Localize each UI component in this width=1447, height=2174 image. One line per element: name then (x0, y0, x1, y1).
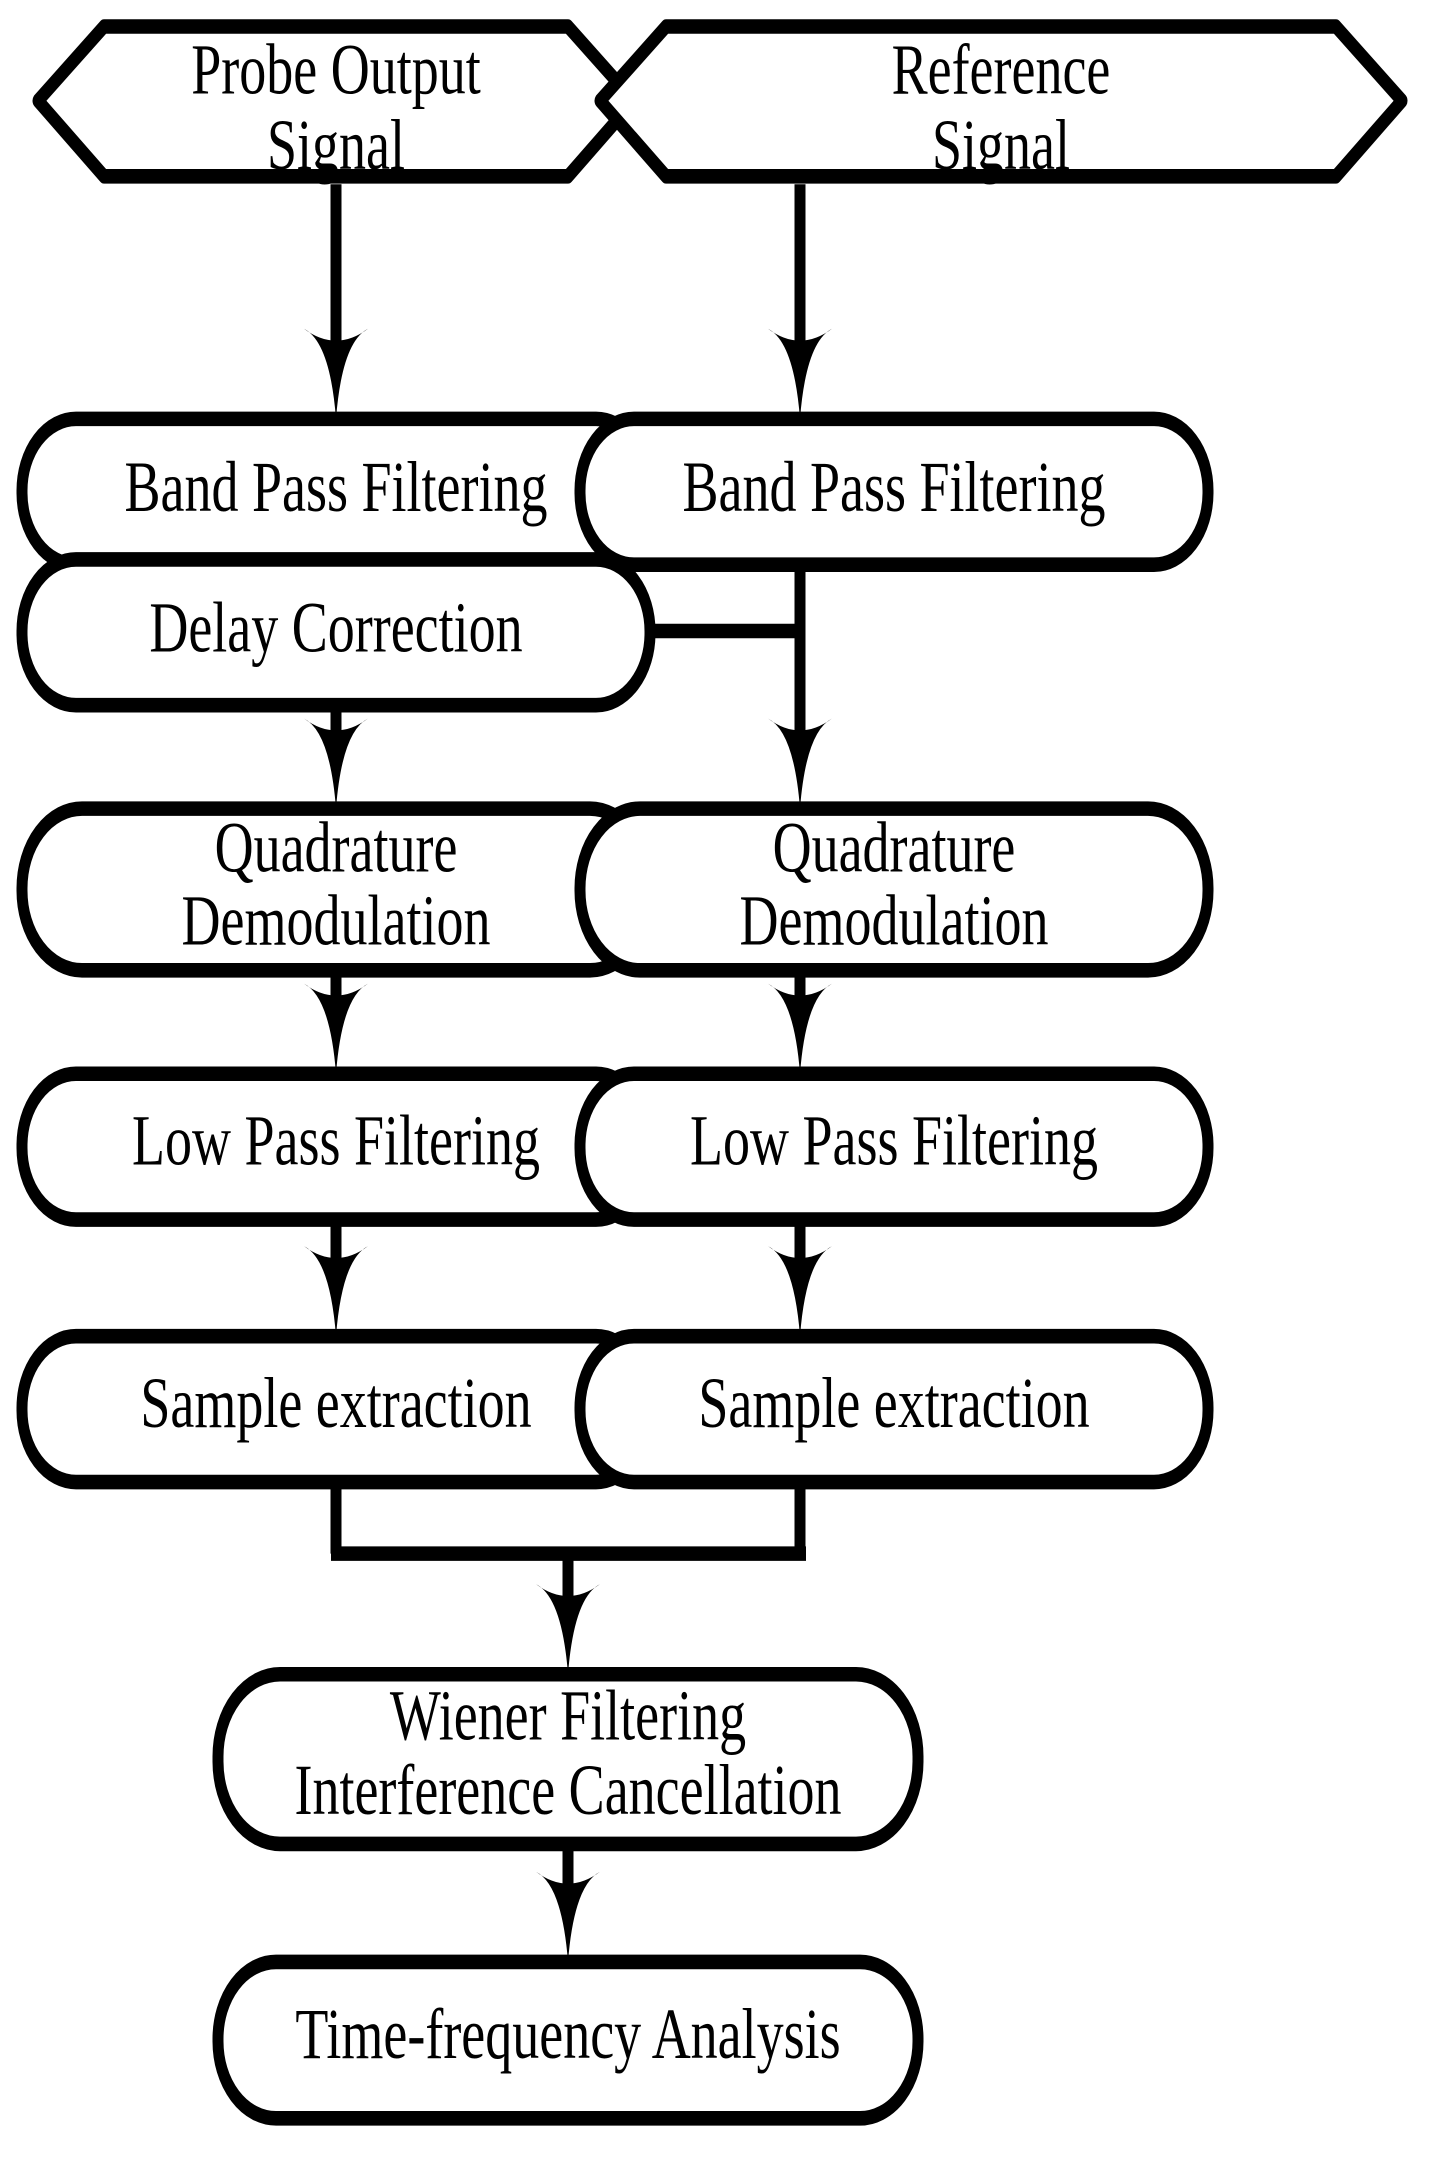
node-low-pass-filtering-left[interactable]: Low Pass Filtering (16, 1066, 656, 1227)
edge-samples-merge-to-wiener (330, 1468, 806, 1675)
node-label-low-pass-filtering-left: Low Pass Filtering (132, 1101, 540, 1180)
node-label-wiener-line1: Wiener Filtering (390, 1676, 746, 1755)
node-label-quadrature-right-line1: Quadrature (773, 808, 1016, 887)
node-reference-signal[interactable]: Reference Signal (594, 19, 1408, 185)
node-quadrature-demodulation-right[interactable]: Quadrature Demodulation (574, 801, 1214, 978)
node-label-probe-output-signal-line1: Probe Output (191, 30, 481, 109)
node-label-time-frequency-analysis: Time-frequency Analysis (295, 1995, 840, 2074)
node-label-wiener-line2: Interference Cancellation (294, 1751, 841, 1830)
node-sample-extraction-right[interactable]: Sample extraction (574, 1328, 1214, 1490)
node-label-sample-extraction-left: Sample extraction (140, 1364, 531, 1443)
node-label-quadrature-left-line1: Quadrature (215, 808, 458, 887)
node-label-probe-output-signal-line2: Signal (267, 106, 405, 185)
node-label-quadrature-left-line2: Demodulation (182, 881, 491, 960)
node-label-band-pass-filtering-right: Band Pass Filtering (683, 448, 1106, 527)
node-label-quadrature-right-line2: Demodulation (740, 881, 1049, 960)
node-delay-correction[interactable]: Delay Correction (16, 552, 656, 713)
node-time-frequency-analysis[interactable]: Time-frequency Analysis (212, 1954, 924, 2126)
node-quadrature-demodulation-left[interactable]: Quadrature Demodulation (16, 801, 656, 978)
node-label-reference-signal-line1: Reference (892, 30, 1111, 109)
node-label-delay-correction: Delay Correction (149, 588, 522, 667)
edge-reference-to-bandpass-right (768, 184, 832, 419)
node-low-pass-filtering-right[interactable]: Low Pass Filtering (574, 1066, 1214, 1227)
edge-probe-to-bandpass-left (304, 184, 368, 419)
node-band-pass-filtering-left[interactable]: Band Pass Filtering (16, 411, 656, 573)
node-sample-extraction-left[interactable]: Sample extraction (16, 1328, 656, 1490)
node-wiener-filtering[interactable]: Wiener Filtering Interference Cancellati… (212, 1666, 924, 1852)
node-label-sample-extraction-right: Sample extraction (698, 1364, 1089, 1443)
node-label-band-pass-filtering-left: Band Pass Filtering (125, 448, 548, 527)
node-probe-output-signal[interactable]: Probe Output Signal (32, 19, 640, 185)
node-label-reference-signal-line2: Signal (932, 106, 1070, 185)
node-band-pass-filtering-right[interactable]: Band Pass Filtering (574, 411, 1214, 573)
node-label-low-pass-filtering-right: Low Pass Filtering (690, 1101, 1098, 1180)
